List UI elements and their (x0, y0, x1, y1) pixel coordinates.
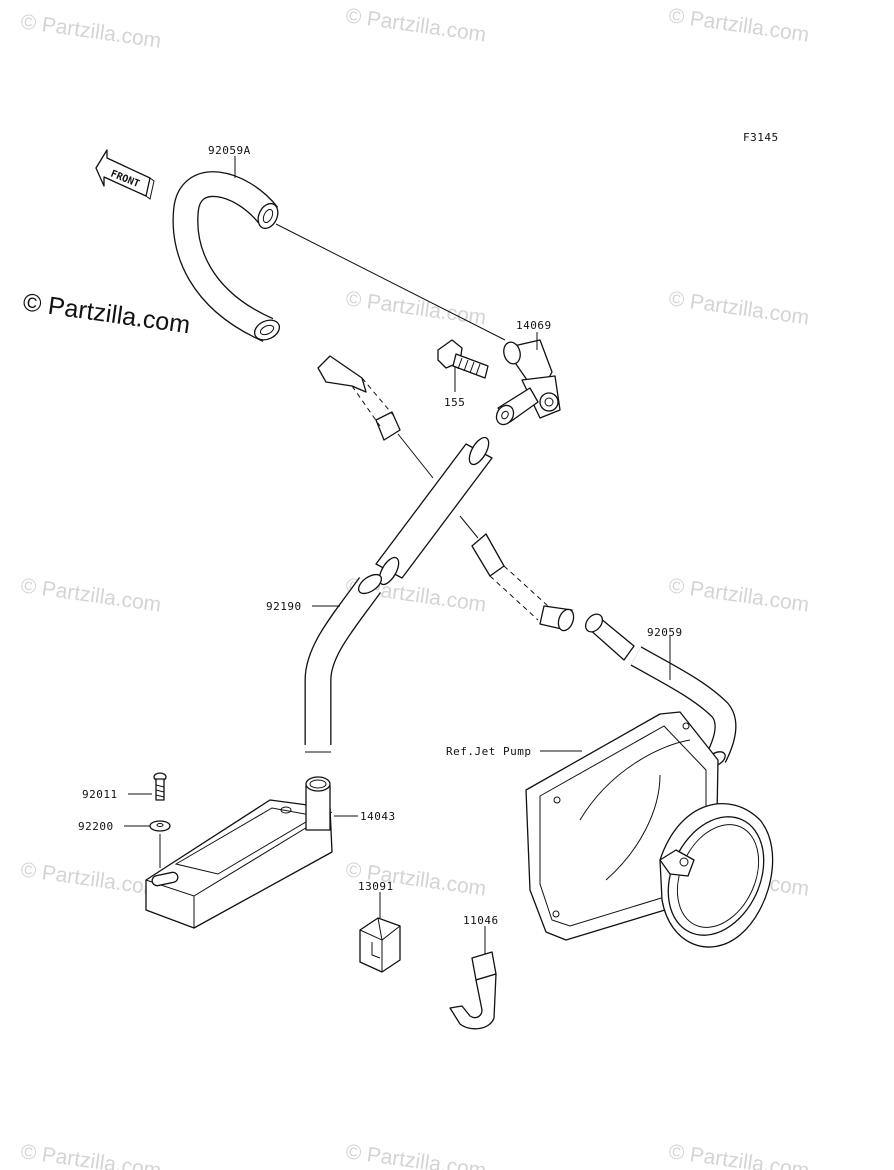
tee-tube (375, 436, 493, 586)
figure-code: F3145 (743, 131, 779, 144)
bolt-155 (437, 339, 489, 379)
hose-upper-connector (317, 355, 401, 441)
callout-155: 155 (444, 396, 465, 409)
hose-right-connector (471, 533, 575, 632)
watermark: © Partzilla.com (344, 1140, 487, 1170)
clip-11046 (449, 951, 497, 1030)
callout-92190: 92190 (266, 600, 302, 613)
joint-14069 (495, 339, 561, 426)
callout-92059a: 92059A (208, 144, 251, 157)
front-arrow-icon: FRONT (95, 149, 155, 200)
watermark: © Partzilla.com (19, 10, 162, 52)
hose-92190 (304, 573, 383, 753)
watermark: © Partzilla.com (667, 574, 810, 616)
watermark: © Partzilla.com (667, 1140, 810, 1170)
callout-14069: 14069 (516, 319, 552, 332)
grommet-13091 (359, 917, 401, 973)
watermark: © Partzilla.com (667, 287, 810, 329)
callout-14043: 14043 (360, 810, 396, 823)
jet-pump-housing (525, 711, 774, 948)
callout-92059: 92059 (647, 626, 683, 639)
watermark: © Partzilla.com (19, 1140, 162, 1170)
callouts: 92059A 14069 155 92190 92059 Ref.Jet Pum… (78, 144, 683, 954)
brand-watermark: © Partzilla.com (21, 288, 192, 339)
watermark: © Partzilla.com (344, 287, 487, 329)
callout-13091: 13091 (358, 880, 394, 893)
callout-11046: 11046 (463, 914, 499, 927)
watermark: © Partzilla.com (667, 4, 810, 46)
watermark: © Partzilla.com (344, 4, 487, 46)
strainer-14043 (145, 776, 333, 929)
callout-ref-jet-pump: Ref.Jet Pump (446, 745, 531, 758)
watermark: © Partzilla.com (19, 574, 162, 616)
hose-92059a (172, 171, 281, 342)
watermark: © Partzilla.com (19, 858, 162, 900)
hose-92059 (584, 613, 737, 767)
washer-92200 (149, 820, 171, 832)
screw-92011 (153, 772, 167, 801)
callout-92200: 92200 (78, 820, 114, 833)
callout-92011: 92011 (82, 788, 118, 801)
